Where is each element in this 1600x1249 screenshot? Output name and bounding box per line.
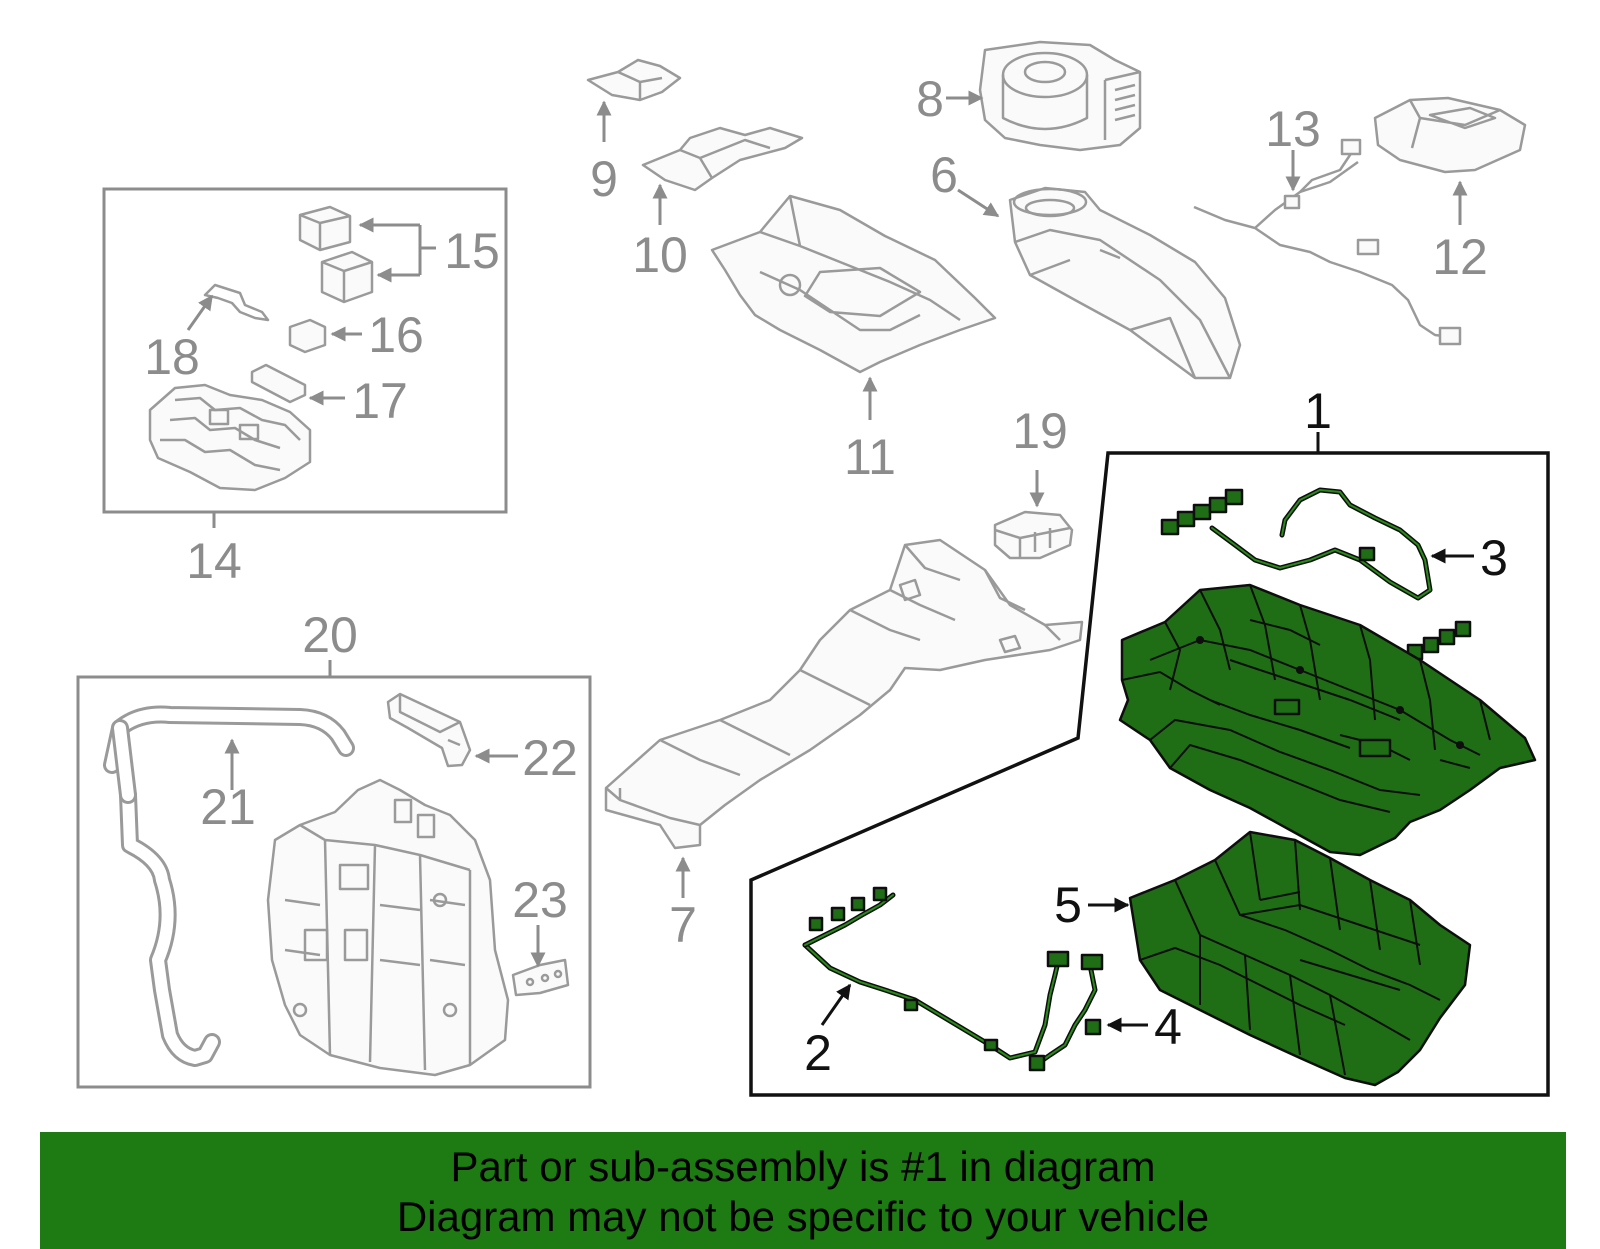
callout-16: 16 xyxy=(368,307,424,363)
callout-2: 2 xyxy=(804,1025,832,1081)
part-22-bracket[interactable] xyxy=(386,692,472,768)
callout-6: 6 xyxy=(930,147,958,203)
callout-13: 13 xyxy=(1265,101,1321,157)
part-19-relay-block[interactable] xyxy=(993,510,1074,560)
part-7-floor-duct[interactable] xyxy=(604,538,1084,850)
part-20-inverter[interactable] xyxy=(266,778,510,1077)
callout-10: 10 xyxy=(632,227,688,283)
part-15-relays[interactable] xyxy=(298,205,374,304)
callout-17: 17 xyxy=(352,373,408,429)
callout-7: 7 xyxy=(669,897,697,953)
callout-22: 22 xyxy=(522,730,578,786)
part-8-blower-motor[interactable] xyxy=(978,40,1142,152)
callout-8: 8 xyxy=(916,71,944,127)
part-17-fuse-strip[interactable] xyxy=(250,363,307,404)
callout-20: 20 xyxy=(302,607,358,663)
callout-21: 21 xyxy=(200,779,256,835)
part-10-bracket[interactable] xyxy=(641,126,804,192)
callout-18: 18 xyxy=(144,329,200,385)
part-5-battery-case[interactable] xyxy=(1128,830,1472,1087)
group-box-20 xyxy=(76,675,592,1089)
part-16-fuse[interactable] xyxy=(288,318,327,354)
callout-23: 23 xyxy=(512,872,568,928)
callout-12: 12 xyxy=(1432,229,1488,285)
callout-14: 14 xyxy=(186,533,242,589)
part-6-air-duct[interactable] xyxy=(1008,186,1242,380)
part-14-junction-block[interactable] xyxy=(148,383,312,492)
callout-5: 5 xyxy=(1054,877,1082,933)
callout-1: 1 xyxy=(1304,383,1332,439)
info-banner: Part or sub-assembly is #1 in diagram Di… xyxy=(40,1132,1566,1249)
part-1-battery-frame[interactable] xyxy=(1118,583,1537,857)
banner-line-1: Part or sub-assembly is #1 in diagram xyxy=(450,1143,1156,1190)
group-box-14 xyxy=(102,187,508,514)
part-23-clip[interactable] xyxy=(511,958,570,997)
part-13-wiring-harness[interactable] xyxy=(1193,138,1462,346)
callout-4: 4 xyxy=(1154,999,1182,1055)
callout-19: 19 xyxy=(1012,403,1068,459)
callout-3: 3 xyxy=(1480,530,1508,586)
part-11-tray[interactable] xyxy=(710,194,997,374)
part-12-control-module[interactable] xyxy=(1373,96,1527,174)
callout-11: 11 xyxy=(844,429,896,485)
part-18-bracket[interactable] xyxy=(203,283,270,322)
part-21-coolant-hose[interactable] xyxy=(103,705,355,1067)
banner-line-2: Diagram may not be specific to your vehi… xyxy=(396,1193,1210,1240)
part-3-wiring-harness[interactable] xyxy=(1160,487,1472,661)
part-4-wiring-harness[interactable] xyxy=(1028,953,1104,1072)
callout-15: 15 xyxy=(444,223,500,279)
part-9-bracket[interactable] xyxy=(586,58,682,102)
part-2-wiring-harness[interactable] xyxy=(802,886,1070,1061)
callout-9: 9 xyxy=(590,151,618,207)
group-box-1 xyxy=(749,451,1550,1097)
